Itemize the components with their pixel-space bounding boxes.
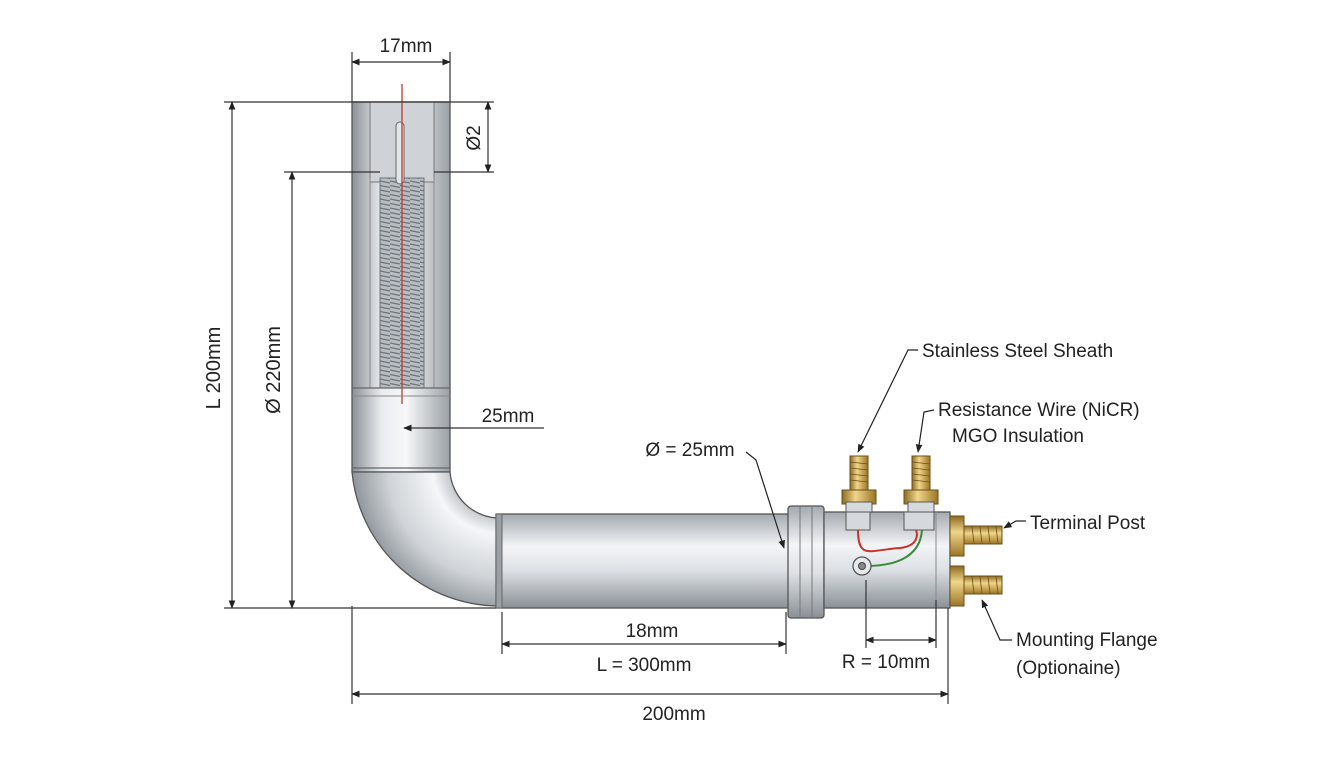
center-rod [395, 121, 405, 185]
dim-overall-width-label: 200mm [642, 704, 705, 725]
side-terminal-posts [949, 515, 1003, 607]
vertical-pipe [351, 84, 451, 473]
dim-overall-height-label: L 200mm [203, 327, 225, 410]
internal-wires [852, 529, 923, 576]
dimension-lines [224, 52, 949, 704]
pipe-bend [351, 471, 501, 607]
terminal-housing [823, 511, 951, 609]
callout-wire: Resistance Wire (NiCR) [938, 400, 1140, 421]
callout-flange: Mounting Flange [1016, 630, 1158, 651]
leader-lines [745, 349, 1026, 641]
callout-sheath: Stainless Steel Sheath [922, 341, 1113, 362]
dim-18mm-label: 18mm [626, 621, 679, 642]
dim-radius-label: R = 10mm [842, 652, 930, 673]
dim-tip-diameter-label: Ø2 [464, 125, 485, 150]
dim-inner-length-label: Ø 220mm [263, 326, 285, 414]
callout-terminal: Terminal Post [1030, 513, 1146, 534]
horizontal-pipe [495, 513, 793, 609]
top-terminal-studs [841, 455, 939, 513]
dim-pipe-diameter-label: Ø = 25mm [645, 440, 734, 461]
callout-flange-optional: (Optionaine) [1016, 658, 1121, 679]
dim-17mm-label: 17mm [380, 36, 433, 57]
dim-25mm-label: 25mm [482, 406, 535, 427]
dim-length-300-label: L = 300mm [597, 655, 692, 676]
mounting-flange [787, 505, 825, 619]
callout-insulation: MGO Insulation [952, 426, 1084, 447]
